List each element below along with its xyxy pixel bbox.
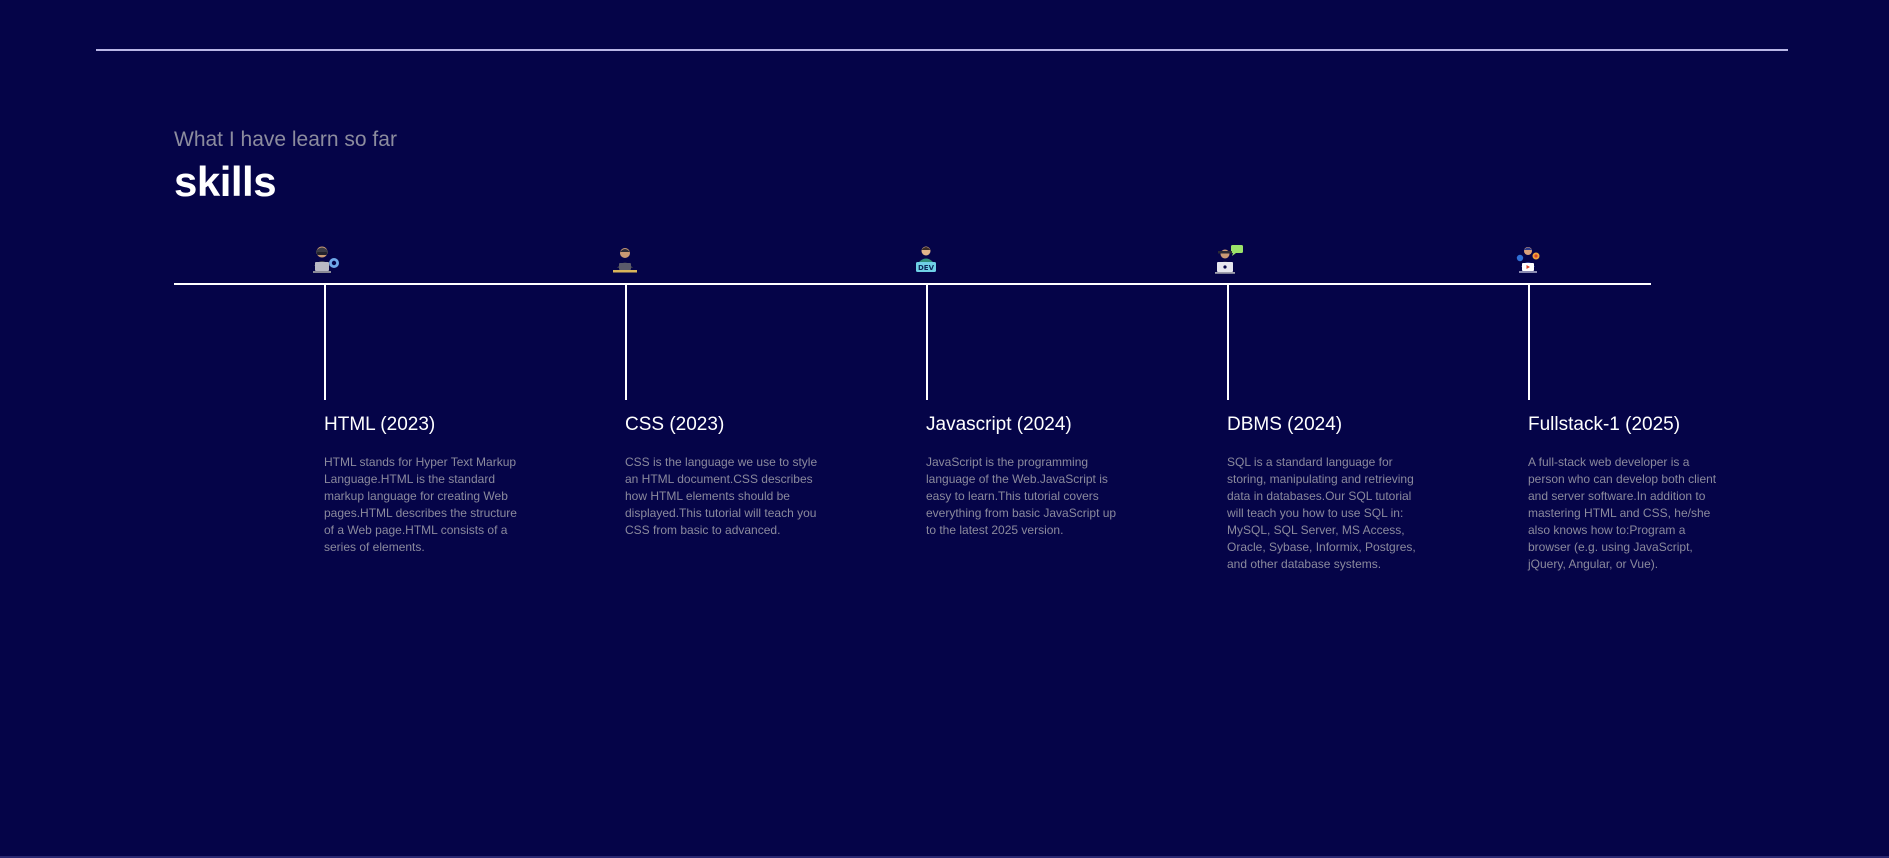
timeline-stem [324, 285, 326, 400]
timeline-item-heading: CSS (2023) [625, 414, 725, 435]
timeline-item-heading: DBMS (2024) [1227, 414, 1343, 435]
timeline-stem [1528, 285, 1530, 400]
developer-desk-icon [611, 244, 643, 276]
section-title: skills [174, 158, 277, 205]
hacker-laptop-icon [310, 244, 342, 276]
svg-text:DEV: DEV [918, 264, 935, 272]
coder-chat-icon [1213, 244, 1245, 276]
timeline-stem [1227, 285, 1229, 400]
timeline-item-css: CSS (2023) CSS is the language we use to… [613, 0, 835, 858]
timeline-stem [926, 285, 928, 400]
section-subtitle: What I have learn so far [174, 128, 397, 151]
timeline-item-heading: Javascript (2024) [926, 414, 1072, 435]
timeline-item-fullstack: Fullstack-1 (2025) A full-stack web deve… [1516, 0, 1738, 858]
timeline-stem [625, 285, 627, 400]
timeline-item-description: JavaScript is the programming language o… [926, 455, 1117, 537]
timeline-item-description: SQL is a standard language for storing, … [1227, 455, 1416, 571]
timeline-item-html: HTML (2023) HTML stands for Hyper Text M… [313, 0, 534, 858]
timeline-item-heading: Fullstack-1 (2025) [1528, 414, 1681, 435]
timeline-item-dbms: DBMS (2024) SQL is a standard language f… [1215, 0, 1437, 858]
timeline-item-heading: HTML (2023) [324, 414, 436, 435]
timeline-item-description: CSS is the language we use to style an H… [625, 455, 818, 537]
fullstack-team-icon [1514, 244, 1546, 276]
top-divider [96, 49, 1788, 51]
timeline-item-description: HTML stands for Hyper Text Markup Langua… [324, 455, 517, 554]
dev-badge-icon: DEV [912, 244, 944, 276]
timeline-item-description: A full-stack web developer is a person w… [1528, 455, 1717, 571]
timeline-item-javascript: DEV Javascript (2024) JavaScript is the … [916, 0, 1136, 858]
bottom-divider [0, 856, 1889, 858]
timeline-axis [174, 283, 1651, 285]
